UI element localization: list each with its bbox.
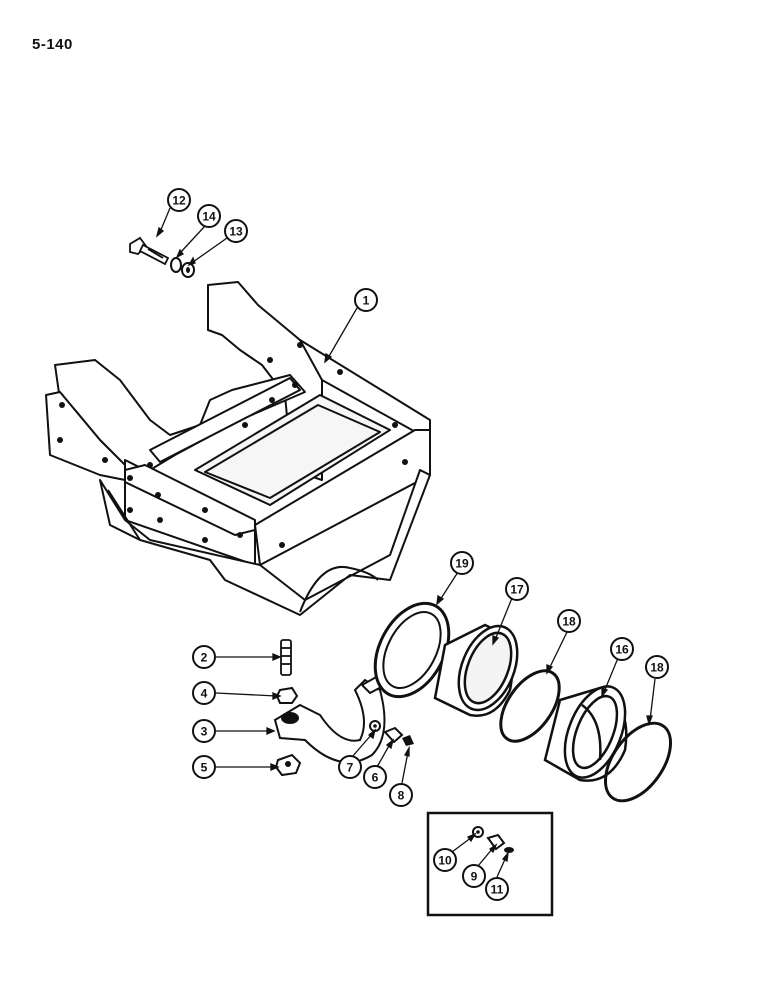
callout-19: 19 bbox=[450, 551, 474, 575]
svg-text:2: 2 bbox=[201, 651, 208, 665]
callout-1: 1 bbox=[354, 288, 378, 312]
bushing-17 bbox=[433, 623, 519, 717]
o-ring-18a bbox=[499, 669, 561, 743]
fitting-6 bbox=[383, 726, 404, 744]
svg-text:5: 5 bbox=[201, 761, 208, 775]
svg-text:17: 17 bbox=[510, 583, 524, 597]
o-ring-18b bbox=[603, 721, 673, 803]
svg-text:11: 11 bbox=[491, 883, 504, 897]
callout-8: 8 bbox=[389, 783, 413, 807]
leader-lines bbox=[155, 207, 656, 878]
stud-2 bbox=[280, 639, 292, 676]
svg-text:9: 9 bbox=[471, 870, 478, 884]
svg-text:1: 1 bbox=[363, 294, 370, 308]
svg-text:12: 12 bbox=[172, 194, 186, 208]
svg-text:18: 18 bbox=[562, 615, 576, 629]
svg-text:13: 13 bbox=[229, 225, 243, 239]
callout-18-a: 18 bbox=[557, 609, 581, 633]
callout-4: 4 bbox=[192, 681, 216, 705]
callout-12: 12 bbox=[167, 188, 191, 212]
cap-8 bbox=[402, 735, 414, 746]
svg-text:4: 4 bbox=[201, 687, 208, 701]
fitting-9 bbox=[486, 833, 506, 851]
seal-19 bbox=[373, 601, 451, 699]
svg-text:8: 8 bbox=[398, 789, 405, 803]
nut-5 bbox=[274, 753, 302, 777]
svg-text:18: 18 bbox=[650, 661, 664, 675]
lock-washer-14 bbox=[170, 257, 182, 273]
callout-6: 6 bbox=[363, 765, 387, 789]
sleeve-16 bbox=[543, 685, 628, 782]
svg-text:16: 16 bbox=[615, 643, 629, 657]
callout-14: 14 bbox=[197, 204, 221, 228]
callout-2: 2 bbox=[192, 645, 216, 669]
callout-17: 17 bbox=[505, 577, 529, 601]
callout-18-b: 18 bbox=[645, 655, 669, 679]
callout-13: 13 bbox=[224, 219, 248, 243]
callout-16: 16 bbox=[610, 637, 634, 661]
bolt-12 bbox=[129, 236, 170, 266]
callout-7: 7 bbox=[338, 755, 362, 779]
callout-5: 5 bbox=[192, 755, 216, 779]
svg-text:10: 10 bbox=[438, 854, 452, 868]
washer-13 bbox=[181, 262, 195, 278]
callout-9: 9 bbox=[462, 864, 486, 888]
svg-text:6: 6 bbox=[372, 771, 379, 785]
svg-text:19: 19 bbox=[455, 557, 469, 571]
fitting-10 bbox=[472, 826, 484, 838]
callout-3: 3 bbox=[192, 719, 216, 743]
svg-text:3: 3 bbox=[201, 725, 208, 739]
cap-11 bbox=[504, 847, 514, 853]
page-number: 5-140 bbox=[32, 36, 73, 53]
callout-11: 11 bbox=[485, 877, 509, 901]
svg-text:14: 14 bbox=[202, 210, 216, 224]
svg-text:7: 7 bbox=[347, 761, 354, 775]
callout-10: 10 bbox=[433, 848, 457, 872]
axle-support-housing bbox=[45, 281, 431, 616]
